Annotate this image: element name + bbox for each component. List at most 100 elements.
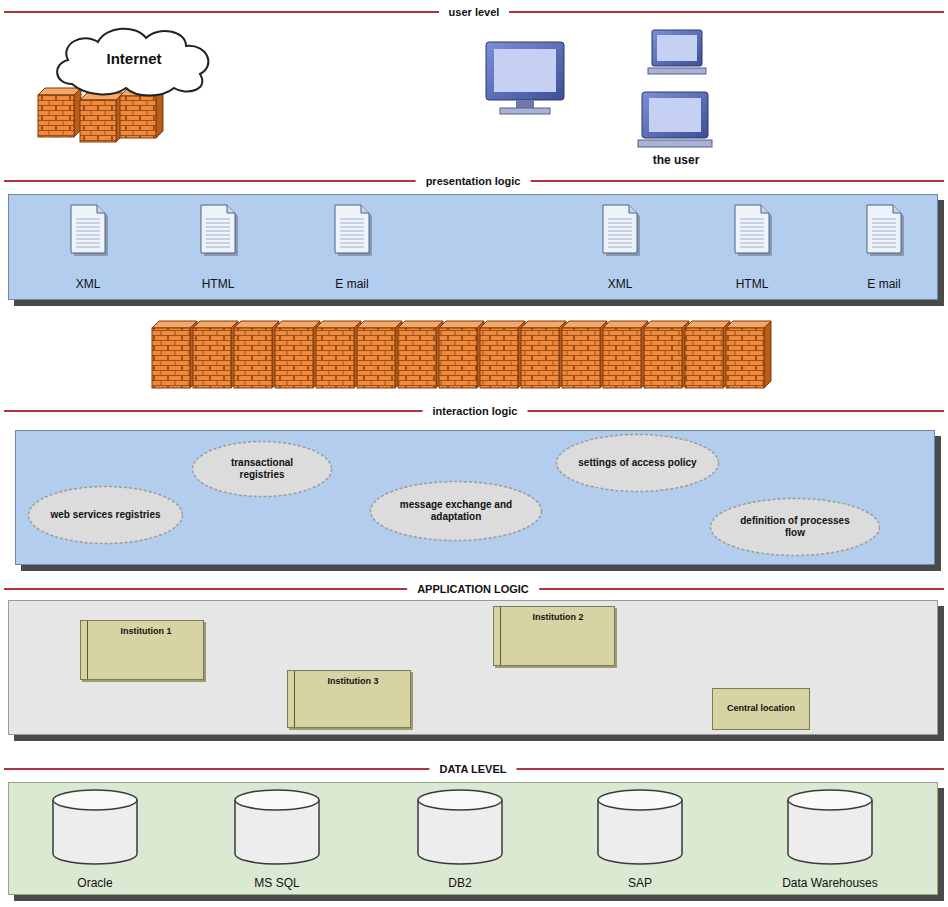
node-label: Internet: [106, 50, 161, 67]
firewall-top: [398, 321, 443, 328]
document-line: [340, 219, 364, 220]
document-line: [608, 227, 632, 228]
cylinder-top: [788, 790, 872, 810]
document-icon: E mail: [849, 199, 919, 295]
layer-band: DATA LEVELOracleMS SQLDB2SAPData Warehou…: [8, 760, 938, 895]
document-page: [735, 205, 769, 253]
layer-heading: presentation logic: [416, 172, 531, 190]
firewall-front: [120, 96, 156, 138]
firewall-front: [193, 328, 231, 388]
document-fold: [97, 205, 105, 213]
ellipse-shape: [711, 499, 880, 556]
firewall-front: [38, 95, 74, 137]
cylinder-top: [53, 790, 137, 810]
cylinder-top: [598, 790, 682, 810]
firewall-front: [603, 328, 641, 388]
firewall-icon: [38, 88, 81, 137]
firewall-front: [439, 328, 477, 388]
document-line: [340, 243, 364, 244]
document-icon: HTML: [183, 199, 253, 295]
internet-cloud: Internet: [50, 24, 218, 98]
node-label: XML: [76, 277, 101, 291]
service-ellipse: web services registries: [27, 485, 184, 545]
document-line: [340, 227, 364, 228]
firewall-front: [726, 328, 764, 388]
document-page: [867, 205, 901, 253]
node-label: E mail: [335, 277, 368, 291]
document-line: [740, 247, 764, 248]
node-label: Institution 1: [95, 626, 197, 636]
monitor: [486, 42, 564, 100]
document-fold: [893, 205, 901, 213]
document-line: [340, 223, 364, 224]
document-line: [76, 219, 100, 220]
node-label: HTML: [202, 277, 235, 291]
screen: [649, 98, 701, 132]
cylinder-top: [418, 790, 502, 810]
document-line: [206, 223, 230, 224]
document-line: [740, 223, 764, 224]
document-icon: E mail: [317, 199, 387, 295]
document-line: [872, 223, 896, 224]
base: [638, 140, 712, 147]
document-outline: [183, 199, 253, 259]
computer-icon: [486, 42, 564, 114]
firewall-icon: [120, 89, 163, 138]
section-rules: [4, 12, 944, 769]
document-line: [608, 231, 632, 232]
firewall-icon: [275, 321, 320, 388]
document-line: [340, 231, 364, 232]
node-label: web services registries: [50, 509, 160, 522]
firewall-icon: [521, 321, 566, 388]
firewall-front: [398, 328, 436, 388]
layer-band: presentation logicXML HTML E mail XML HTML E …: [8, 172, 938, 300]
document-icon: XML: [585, 199, 655, 295]
node-label: HTML: [736, 277, 769, 291]
node-label: SAP: [628, 876, 652, 890]
document-line: [206, 227, 230, 228]
service-ellipse: definition of processes flow: [709, 497, 881, 557]
document-icon: XML: [53, 199, 123, 295]
firewall-icon: [726, 321, 771, 388]
node-label: Data Warehouses: [782, 876, 878, 890]
document-line: [76, 227, 100, 228]
document-line: [872, 247, 896, 248]
firewall-icon: [480, 321, 525, 388]
computer-icon: [638, 92, 712, 147]
firewall-top: [644, 321, 689, 328]
stand: [516, 100, 534, 108]
document-line: [608, 247, 632, 248]
database-cylinder: Data Warehouses: [765, 788, 895, 892]
firewall-top: [152, 321, 197, 328]
firewall-icon: [234, 321, 279, 388]
cylinder-outline: [405, 788, 515, 868]
base: [500, 108, 550, 114]
firewall-icon: [685, 321, 730, 388]
cylinder-outline: [765, 788, 895, 868]
firewall-top: [726, 321, 771, 328]
database-cylinder: MS SQL: [222, 788, 332, 892]
document-outline: [317, 199, 387, 259]
document-line: [872, 231, 896, 232]
node-label: Central location: [727, 703, 795, 714]
monitor: [642, 92, 708, 138]
document-outline: [849, 199, 919, 259]
document-line: [206, 247, 230, 248]
firewall-front: [80, 100, 116, 142]
database-cylinder: DB2: [405, 788, 515, 892]
firewall-front: [521, 328, 559, 388]
computer-icon: [648, 30, 706, 74]
document-line: [206, 235, 230, 236]
node-label: E mail: [867, 277, 900, 291]
cylinder-outline: [585, 788, 695, 868]
document-line: [872, 239, 896, 240]
document-page: [603, 205, 637, 253]
document-line: [872, 219, 896, 220]
firewall-front: [644, 328, 682, 388]
firewall-top: [562, 321, 607, 328]
firewall-side: [156, 89, 163, 138]
firewall-icon: [644, 321, 689, 388]
document-fold: [361, 205, 369, 213]
ellipse-shape: [557, 435, 719, 492]
screen: [657, 35, 697, 61]
